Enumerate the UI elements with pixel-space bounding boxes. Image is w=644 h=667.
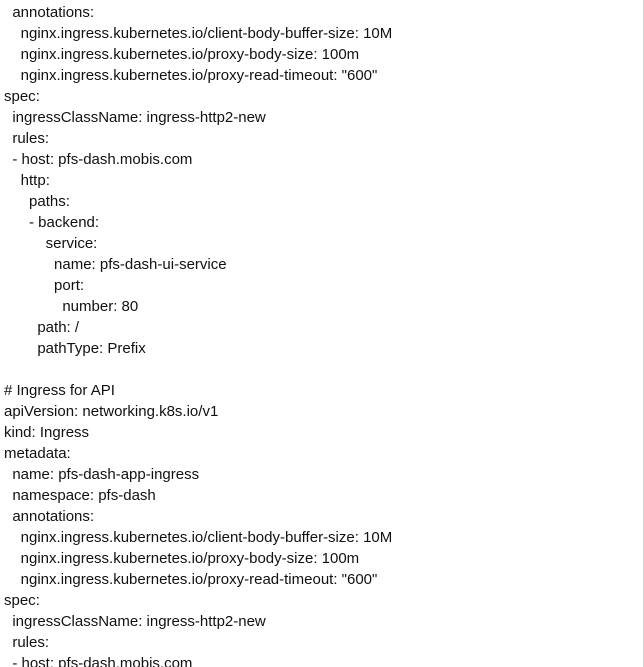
code-line: spec: [4, 88, 40, 105]
code-line: nginx.ingress.kubernetes.io/proxy-body-s… [4, 46, 360, 63]
code-line: annotations: [4, 4, 95, 21]
code-line: name: pfs-dash-app-ingress [4, 466, 200, 483]
code-line: spec: [4, 592, 40, 609]
code-line: namespace: pfs-dash [4, 487, 156, 504]
code-line: rules: [4, 130, 50, 147]
code-line: - host: pfs-dash.mobis.com [4, 655, 193, 667]
code-line: pathType: Prefix [4, 340, 146, 357]
code-line: nginx.ingress.kubernetes.io/proxy-read-t… [4, 67, 378, 84]
code-line: nginx.ingress.kubernetes.io/proxy-body-s… [4, 550, 360, 567]
code-line: path: / [4, 319, 80, 336]
code-line: metadata: [4, 445, 71, 462]
code-line: ingressClassName: ingress-http2-new [4, 613, 266, 630]
code-line: - backend: [4, 214, 100, 231]
code-line: paths: [4, 193, 70, 210]
code-line: service: [4, 235, 98, 252]
code-line: name: pfs-dash-ui-service [4, 256, 227, 273]
code-line: rules: [4, 634, 50, 651]
code-line: # Ingress for API [4, 382, 115, 399]
code-line: nginx.ingress.kubernetes.io/client-body-… [4, 529, 393, 546]
code-lines: annotations: nginx.ingress.kubernetes.io… [4, 2, 392, 667]
code-line: ingressClassName: ingress-http2-new [4, 109, 266, 126]
code-line: annotations: [4, 508, 95, 525]
code-line: port: [4, 277, 85, 294]
code-line: - host: pfs-dash.mobis.com [4, 151, 193, 168]
code-line: http: [4, 172, 50, 189]
code-line: nginx.ingress.kubernetes.io/proxy-read-t… [4, 571, 378, 588]
code-line: apiVersion: networking.k8s.io/v1 [4, 403, 219, 420]
code-line [4, 359, 392, 380]
code-line: kind: Ingress [4, 424, 90, 441]
code-line: nginx.ingress.kubernetes.io/client-body-… [4, 25, 393, 42]
code-line: number: 80 [4, 298, 139, 315]
